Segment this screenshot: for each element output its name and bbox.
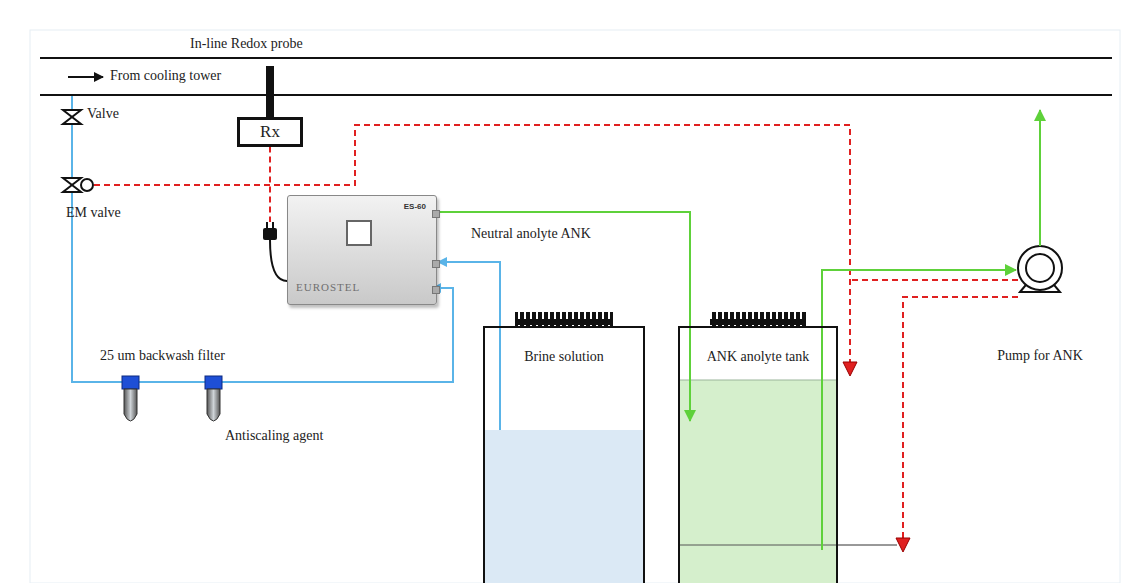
display-window (346, 220, 372, 246)
inlet-port (432, 286, 440, 294)
node-text: EUROSTEL (296, 281, 360, 294)
water-line (72, 96, 453, 382)
pipe-wall (40, 94, 1112, 96)
redox-probe (266, 66, 274, 118)
tank-lid (710, 312, 806, 326)
control-wire (903, 297, 1018, 538)
solenoid (81, 179, 93, 191)
node-text: Rx (260, 122, 280, 142)
pipe-wall (40, 57, 1112, 59)
valve-label: EM valve (66, 205, 121, 221)
em-valve-symbol (63, 178, 81, 192)
power-plug (263, 222, 277, 240)
pipe-connector (438, 262, 500, 326)
edge-label: Neutral anolyte ANK (469, 226, 593, 242)
frame (30, 30, 1120, 583)
pipe-connector (270, 147, 287, 281)
suction-pipe (821, 326, 823, 550)
valve-label: Valve (87, 106, 119, 122)
ank-liquid (679, 380, 837, 583)
tank-line (679, 545, 837, 546)
flow-arrow (68, 76, 103, 78)
level-sensor (843, 362, 857, 376)
brine-tank: Brine solution (483, 326, 645, 583)
flow-label: From cooling tower (110, 68, 221, 84)
power-cable (270, 240, 287, 281)
filter-label: 25 um backwash filter (100, 348, 225, 364)
brine-liquid (484, 430, 644, 583)
tank-lid (515, 312, 613, 326)
control-wire (850, 279, 1018, 281)
node-text: ES-60 (404, 202, 426, 211)
level-sensor (896, 538, 910, 552)
pipe-connector (437, 212, 690, 421)
pump-rotor (1026, 254, 1054, 282)
node-text: Pump for ANK (997, 348, 1083, 364)
inlet-port (432, 260, 440, 268)
antiscaling-filter (205, 376, 222, 421)
backwash-filter (122, 376, 139, 421)
node-text: Brine solution (504, 348, 624, 366)
node-text: ANK anolyte tank (698, 348, 818, 366)
anolyte-tank: ANK anolyte tank (678, 326, 838, 583)
suction-pipe (499, 326, 501, 430)
valve-symbol (63, 110, 81, 124)
redox-sensor-box: Rx (237, 117, 303, 147)
pipe-connector (822, 270, 1016, 326)
pump: Pump for ANK (1016, 246, 1064, 294)
electrolyser-unit: ES-60EUROSTEL (287, 195, 437, 305)
probe-label: In-line Redox probe (190, 36, 303, 52)
filter-label: Antiscaling agent (225, 428, 323, 444)
discharge-line (1039, 110, 1041, 246)
pump-symbol (1018, 246, 1062, 290)
sensor-cable (838, 545, 897, 546)
level-line (679, 380, 837, 381)
outlet-port (432, 210, 440, 218)
